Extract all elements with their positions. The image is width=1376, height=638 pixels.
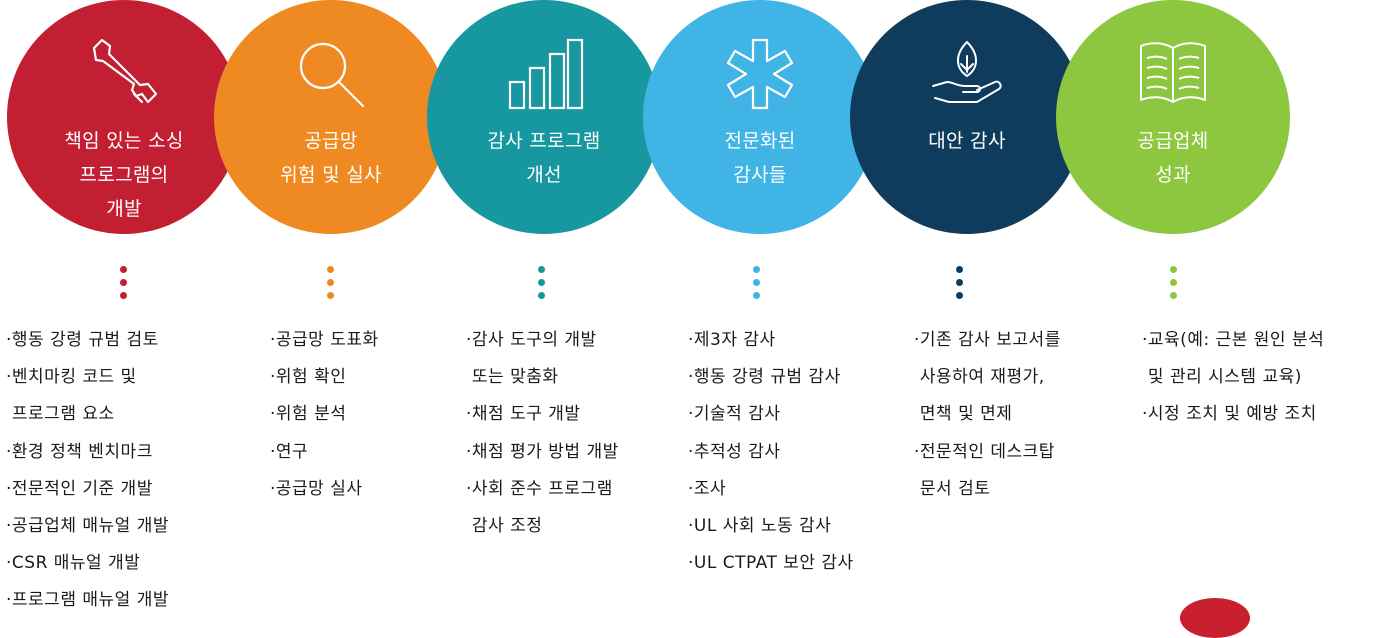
dots-connector-6	[1170, 266, 1178, 305]
connector-dot	[538, 292, 545, 299]
step-title: 공급업체 성과	[1137, 130, 1209, 186]
list-item: ·시정 조치 및 예방 조치	[1142, 404, 1317, 425]
list-item: 사용하여 재평가,	[914, 367, 1045, 388]
list-item: ·기존 감사 보고서를	[914, 330, 1061, 350]
connector-dot	[327, 266, 334, 273]
step-circle-2: 공급망 위험 및 실사	[214, 0, 448, 234]
list-item: 또는 맞춤화	[466, 367, 559, 388]
list-item: ·프로그램 매뉴얼 개발	[6, 590, 169, 611]
connector-dot	[956, 266, 963, 273]
step-circle-5: 대안 감사	[850, 0, 1084, 234]
list-item: ·위험 분석	[270, 404, 347, 425]
connector-dot	[956, 279, 963, 286]
bar-chart-icon	[508, 38, 584, 110]
list-item: 면책 및 면제	[914, 404, 1013, 425]
dots-connector-3	[538, 266, 546, 305]
connector-dot	[120, 279, 127, 286]
wrench-icon	[92, 38, 158, 104]
list-item: ·사회 준수 프로그램	[466, 478, 613, 499]
step-circle-3: 감사 프로그램 개선	[427, 0, 661, 234]
step-title: 전문화된 감사들	[724, 130, 796, 186]
magnifier-icon	[299, 42, 365, 108]
list-item: ·공급망 도표화	[270, 330, 379, 350]
dots-connector-2	[327, 266, 335, 305]
list-item: ·제3자 감사	[688, 330, 776, 350]
step-circle-1: 책임 있는 소싱 프로그램의 개발	[7, 0, 241, 234]
connector-dot	[120, 266, 127, 273]
list-item: ·위험 확인	[270, 367, 347, 388]
connector-dot	[753, 279, 760, 286]
list-item: ·채점 도구 개발	[466, 404, 581, 425]
list-item: 프로그램 요소	[6, 404, 115, 425]
list-item: 문서 검토	[914, 478, 991, 499]
dots-connector-4	[753, 266, 761, 305]
step-title: 책임 있는 소싱 프로그램의 개발	[64, 130, 184, 220]
connector-dot	[538, 266, 545, 273]
list-item: ·환경 정책 벤치마크	[6, 441, 153, 462]
step-title: 공급망 위험 및 실사	[280, 130, 382, 186]
connector-dot	[1170, 279, 1177, 286]
list-item: ·전문적인 기준 개발	[6, 478, 153, 499]
step-circle-6: 공급업체 성과	[1056, 0, 1290, 234]
step-list-5: ·기존 감사 보고서를 사용하여 재평가, 면책 및 면제·전문적인 데스크탑 …	[914, 322, 1061, 508]
list-item: ·추적성 감사	[688, 441, 781, 462]
connector-dot	[956, 292, 963, 299]
list-item: ·벤치마킹 코드 및	[6, 367, 137, 388]
list-item: ·UL 사회 노동 감사	[688, 516, 832, 537]
list-item: ·채점 평가 방법 개발	[466, 441, 619, 462]
step-title: 대안 감사	[928, 130, 1006, 152]
list-item: ·조사	[688, 478, 727, 499]
list-item: ·CSR 매뉴얼 개발	[6, 553, 141, 574]
step-list-1: ·행동 강령 규범 검토 ·벤치마킹 코드 및 프로그램 요소 ·환경 정책 벤치마…	[6, 322, 169, 620]
step-list-3: ·감사 도구의 개발 또는 맞춤화 ·채점 도구 개발 ·채점 평가 방법 개발 ·사…	[466, 322, 619, 545]
connector-dot	[1170, 292, 1177, 299]
list-item: ·공급업체 매뉴얼 개발	[6, 516, 169, 537]
list-item: ·감사 도구의 개발	[466, 330, 597, 350]
connector-dot	[327, 279, 334, 286]
dots-connector-5	[956, 266, 964, 305]
list-item: 및 관리 시스템 교육)	[1142, 367, 1302, 388]
list-item: ·전문적인 데스크탑	[914, 441, 1055, 462]
step-title: 감사 프로그램 개선	[487, 130, 601, 186]
list-item: ·연구	[270, 441, 309, 462]
list-item: ·UL CTPAT 보안 감사	[688, 553, 854, 574]
connector-dot	[1170, 266, 1177, 273]
connector-dot	[120, 292, 127, 299]
asterisk-icon	[726, 38, 794, 110]
step-list-6: ·교육(예: 근본 원인 분석 및 관리 시스템 교육) ·시정 조치 및 예방 …	[1142, 322, 1324, 434]
connector-dot	[753, 292, 760, 299]
list-item: ·교육(예: 근본 원인 분석	[1142, 330, 1325, 350]
step-list-2: ·공급망 도표화 ·위험 확인 ·위험 분석 ·연구 ·공급망 실사	[270, 322, 379, 508]
list-item: ·공급망 실사	[270, 478, 363, 499]
connector-dot	[327, 292, 334, 299]
decorative-red-shape	[1180, 598, 1250, 638]
step-list-4: ·제3자 감사 ·행동 강령 규범 감사 ·기술적 감사 ·추적성 감사 ·조사 ·UL …	[688, 322, 854, 582]
dots-connector-1	[120, 266, 128, 305]
connector-dot	[538, 279, 545, 286]
list-item: 감사 조정	[466, 516, 543, 537]
list-item: ·행동 강령 규범 검토	[6, 330, 159, 350]
hand-plant-icon	[932, 41, 1002, 103]
open-book-icon	[1140, 42, 1206, 103]
list-item: ·행동 강령 규범 감사	[688, 367, 841, 388]
list-item: ·기술적 감사	[688, 404, 781, 425]
step-circle-4: 전문화된 감사들	[643, 0, 877, 234]
connector-dot	[753, 266, 760, 273]
